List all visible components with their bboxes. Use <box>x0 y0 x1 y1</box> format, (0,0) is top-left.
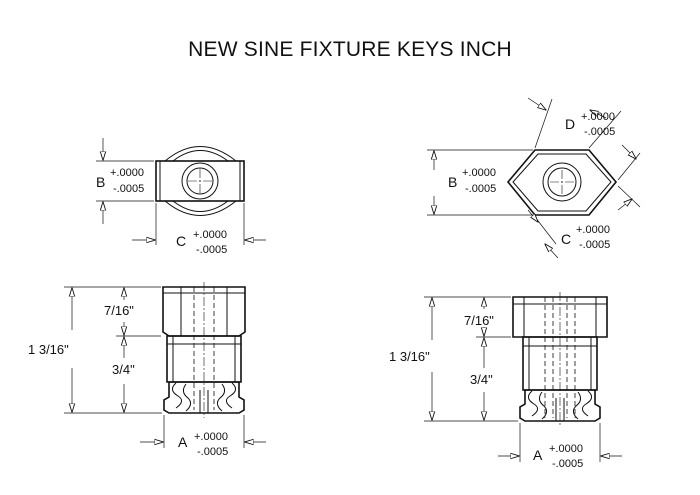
left-top-c-plus: +.0000 <box>193 229 227 241</box>
right-side-upper-label: 7/16" <box>464 313 494 328</box>
right-top-d-plus: +.0000 <box>581 111 615 123</box>
right-side-a-letter: A <box>533 447 543 463</box>
left-side-upper-label: 7/16" <box>104 303 134 318</box>
left-side-fingers <box>163 381 245 414</box>
right-top-bore-inner <box>547 167 577 197</box>
right-top-c-arrow <box>545 244 559 259</box>
right-top-bore-outer <box>542 162 582 202</box>
left-top-flange-arc-top <box>164 146 237 162</box>
left-side-a-letter: A <box>178 434 188 450</box>
left-side-finger-curl <box>172 382 182 409</box>
right-side-view: 1 3/16" 7/16" 3/4" A +.0000 -.0005 <box>389 292 622 470</box>
left-top-view: B +.0000 -.0005 C +.0000 -.0005 <box>96 138 266 256</box>
right-top-b-letter: B <box>448 174 457 190</box>
left-top-b-plus: +.0000 <box>110 167 144 179</box>
left-top-key-rect <box>155 160 245 202</box>
left-top-c-minus: -.0005 <box>196 244 227 256</box>
right-side-lower-label: 3/4" <box>470 372 493 387</box>
right-top-b-minus: -.0005 <box>465 183 496 195</box>
drawing-title: NEW SINE FIXTURE KEYS INCH <box>188 38 512 61</box>
left-side-view: 1 3/16" 7/16" 3/4" A +.0000 -.0005 <box>28 282 266 458</box>
right-side-a-minus: -.0005 <box>552 458 583 470</box>
left-top-bore-outer <box>181 162 219 200</box>
right-top-b-plus: +.0000 <box>462 167 496 179</box>
right-side-finger-curl <box>582 390 592 417</box>
right-side-finger-curl <box>572 391 582 420</box>
right-side-finger-curl <box>538 391 548 420</box>
left-top-b-minus: -.0005 <box>113 183 144 195</box>
right-top-d-minus: -.0005 <box>584 126 615 138</box>
right-top-d-arrow-right <box>621 144 636 159</box>
right-top-d-ext-right <box>617 152 641 181</box>
right-top-d-arrow <box>527 97 546 110</box>
right-side-fingers <box>519 389 601 422</box>
right-top-c-arrow <box>527 209 538 222</box>
right-top-c-plus: +.0000 <box>576 224 610 236</box>
left-top-c-letter: C <box>176 233 186 249</box>
right-side-key-head <box>512 296 608 338</box>
right-top-c-minus: -.0005 <box>579 239 610 251</box>
left-side-a-minus: -.0005 <box>197 446 228 458</box>
right-top-d-ext <box>534 98 553 149</box>
right-top-view: D +.0000 -.0005 B +.0000 -.0005 C +.0000… <box>427 97 641 259</box>
right-top-hex-inner <box>512 153 612 212</box>
left-side-overall-label: 1 3/16" <box>28 342 69 357</box>
right-top-d-ext <box>588 110 622 149</box>
left-top-flange-arc-top-inner <box>172 150 229 162</box>
right-side-finger-curl <box>528 390 538 417</box>
left-side-finger-curl <box>182 383 192 412</box>
left-side-shank <box>166 335 242 383</box>
right-top-d-letter: D <box>565 116 575 132</box>
right-side-overall-label: 1 3/16" <box>389 349 430 364</box>
right-top-c-letter: C <box>561 231 571 247</box>
right-side-a-plus: +.0000 <box>549 443 583 455</box>
left-top-flange-arc-bottom <box>164 200 237 216</box>
right-top-d-arrow <box>590 110 607 119</box>
right-top-d-ext-right <box>617 185 641 208</box>
right-top-hex <box>506 149 618 216</box>
left-top-flange-arc-bottom-inner <box>172 200 229 212</box>
right-top-d-arrow-right <box>617 199 632 211</box>
left-top-b-letter: B <box>96 174 105 190</box>
left-side-finger-curl <box>226 382 236 409</box>
right-top-c-ext <box>534 216 557 245</box>
left-top-bore-inner <box>186 167 214 195</box>
left-side-finger-curl <box>216 383 226 412</box>
right-side-shank <box>522 336 598 391</box>
left-side-a-plus: +.0000 <box>194 431 228 443</box>
left-side-lower-label: 3/4" <box>112 362 135 377</box>
